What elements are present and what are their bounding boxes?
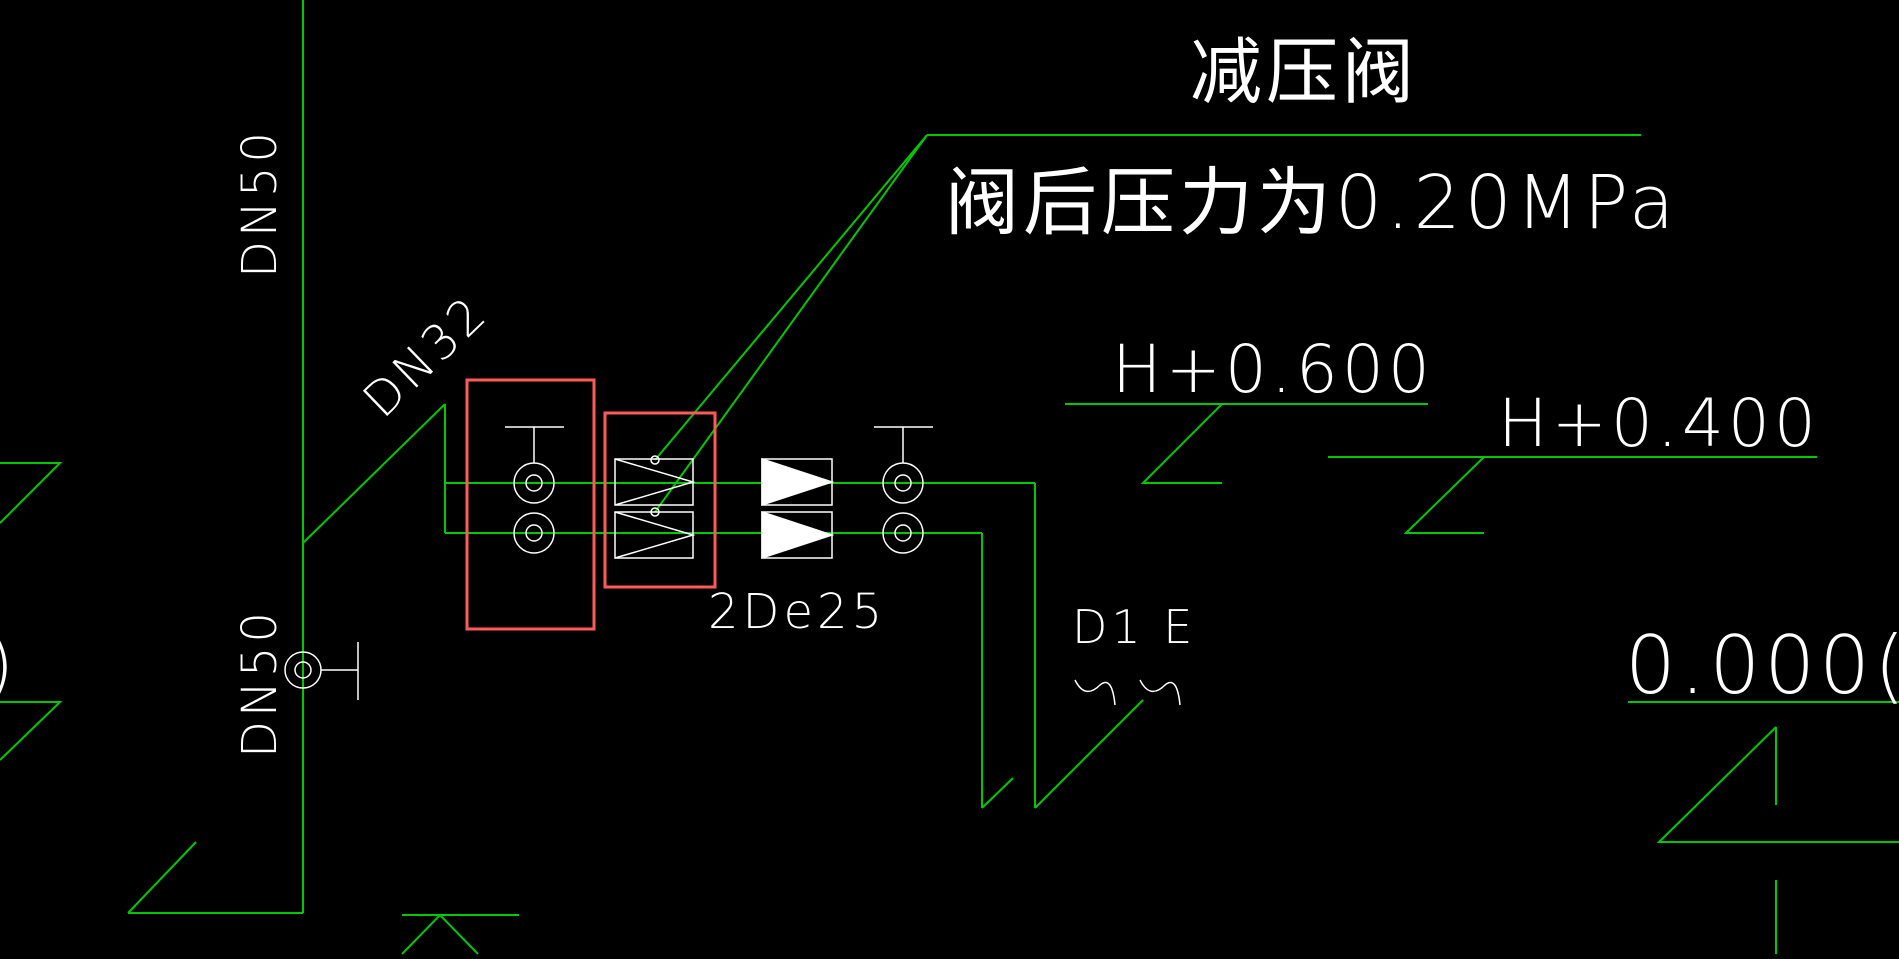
left-edge-marker-upper <box>0 462 63 524</box>
drain-label: D1 E <box>1072 600 1196 654</box>
highlight-boxes <box>465 378 717 631</box>
left-edge-fragment: ) <box>0 623 18 707</box>
pipe-label-dn50-top: DN50 <box>232 128 288 278</box>
leader-line-upper <box>654 134 928 461</box>
bottom-center-marker <box>401 913 479 955</box>
pressure-reducing-valve-icon[interactable] <box>614 507 696 559</box>
downstream-pressure-note: 阀后压力为0.20MPa <box>945 160 1678 246</box>
pipe-break-left <box>981 777 1014 809</box>
elevation-label-0000: 0.000( <box>1625 619 1899 712</box>
pipe-break-right <box>1034 699 1144 809</box>
elevation-label-h0600: H+0.600 <box>1112 331 1434 408</box>
leader-line-lower <box>654 134 928 513</box>
dn32-branch-pipe <box>302 403 446 544</box>
riser-valve-icon[interactable] <box>284 642 359 700</box>
elevation-label-h0400: H+0.400 <box>1498 385 1820 462</box>
gate-valve-icon[interactable] <box>513 512 555 554</box>
gate-valve-icon[interactable] <box>505 426 564 504</box>
elevation-triangle-h0400 <box>1328 456 1487 534</box>
highlight-box-reducing-valves[interactable] <box>603 411 717 589</box>
elevation-triangle-0000 <box>1656 726 1899 843</box>
pipe-label-dn32: DN32 <box>352 284 499 428</box>
drain-hook-icon <box>1074 679 1181 706</box>
pressure-reducing-valve-icon[interactable] <box>614 455 696 506</box>
elevation-triangle-h0600 <box>1065 403 1225 484</box>
highlight-box-gate-valves[interactable] <box>465 378 596 631</box>
gate-valve-icon[interactable] <box>874 426 933 504</box>
pipe-label-dn50-bottom: DN50 <box>232 608 288 758</box>
valve-symbols <box>284 426 1181 706</box>
annotation-labels: 减压阀 阀后压力为0.20MPa DN50 DN50 DN32 2De25 H+… <box>0 30 1899 758</box>
left-edge-marker-lower <box>0 701 63 761</box>
reducing-valve-title: 减压阀 <box>1190 30 1418 114</box>
pipe-label-2de25: 2De25 <box>708 584 886 640</box>
bottom-left-marker <box>127 841 197 914</box>
check-valve-icon[interactable] <box>761 457 835 507</box>
check-valve-icon[interactable] <box>761 510 835 560</box>
gate-valve-icon[interactable] <box>882 512 924 554</box>
